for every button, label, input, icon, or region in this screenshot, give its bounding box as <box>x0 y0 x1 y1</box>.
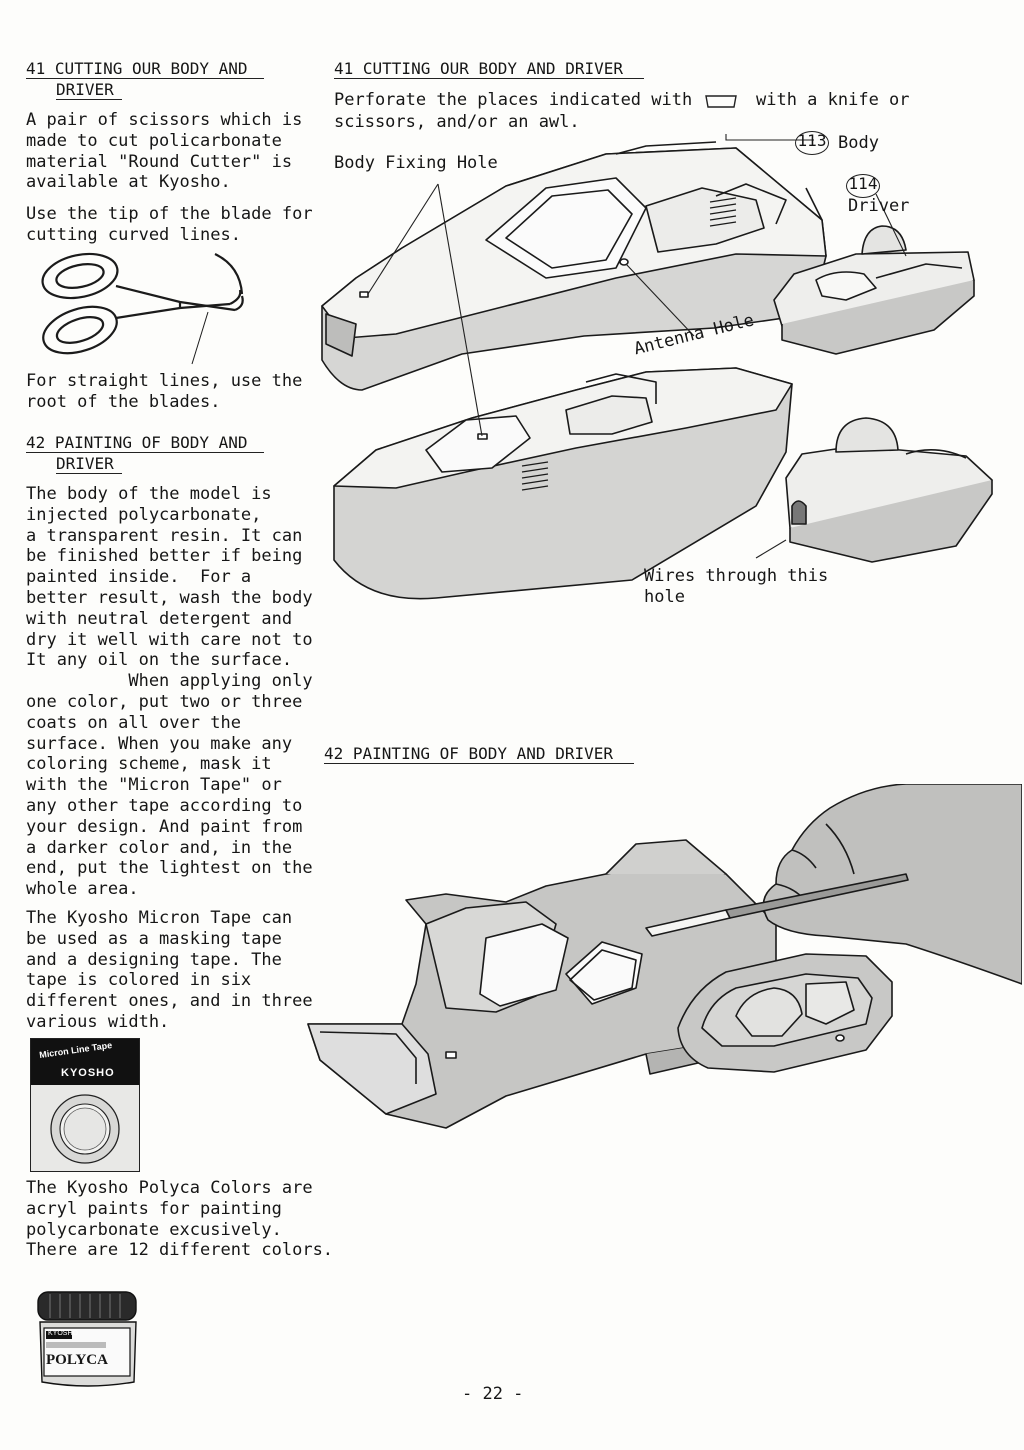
jar-brand-label: KYOSHO <box>48 1330 78 1337</box>
curved-lines-paragraph: Use the tip of the blade for cutting cur… <box>26 204 313 245</box>
section-41-heading-right-underline <box>334 78 644 79</box>
perforate-instruction-part2: with a knife or <box>756 90 910 110</box>
section-42-heading: 42 PAINTING OF BODY AND <box>26 433 248 452</box>
part-113-number: 113 <box>795 131 829 155</box>
section-41-heading-right: 41 CUTTING OUR BODY AND DRIVER <box>334 59 623 78</box>
straight-lines-paragraph: For straight lines, use the root of the … <box>26 371 303 412</box>
scissors-paragraph: A pair of scissors which is made to cut … <box>26 110 303 193</box>
perforate-instruction-part1: Perforate the places indicated with <box>334 90 693 110</box>
polyca-paragraph: The Kyosho Polyca Colors are acryl paint… <box>26 1178 334 1261</box>
section-42-heading-right: 42 PAINTING OF BODY AND DRIVER <box>324 744 613 763</box>
micron-tape-box: Micron Line Tape KYOSHO <box>30 1038 140 1172</box>
body-cutting-diagram <box>321 134 993 600</box>
section-41-heading: 41 CUTTING OUR BODY AND <box>26 59 248 78</box>
painting-diagram <box>307 784 1022 1129</box>
section-41-heading-cont: DRIVER <box>56 80 114 99</box>
tape-roll-icon <box>50 1094 120 1164</box>
jar-name-label: POLYCA <box>46 1352 108 1368</box>
section-42-heading-underline <box>26 452 264 453</box>
painting-paragraph: The body of the model is injected polyca… <box>26 484 313 900</box>
perforation-symbol-icon <box>705 95 737 108</box>
micron-tape-paragraph: The Kyosho Micron Tape can be used as a … <box>26 908 313 1032</box>
tape-box-brand: KYOSHO <box>61 1067 115 1079</box>
section-42-heading-right-underline <box>324 763 634 764</box>
section-42-heading-underline-2 <box>56 473 122 474</box>
section-41-heading-underline <box>26 78 264 79</box>
scissors-illustration <box>41 252 244 365</box>
perforate-instruction-line2: scissors, and/or an awl. <box>334 112 580 132</box>
section-41-heading-underline-2 <box>56 99 122 100</box>
tape-box-header <box>31 1039 139 1085</box>
polyca-paint-jar <box>37 1291 137 1387</box>
part-114-number: 114 <box>846 174 880 198</box>
part-113-label: Body <box>838 133 879 153</box>
part-114-label: Driver <box>848 196 910 216</box>
page-number: - 22 - <box>462 1384 524 1404</box>
section-42-heading-cont: DRIVER <box>56 454 114 473</box>
wires-hole-label: Wires through this hole <box>644 566 829 607</box>
body-fixing-hole-label: Body Fixing Hole <box>334 153 498 173</box>
